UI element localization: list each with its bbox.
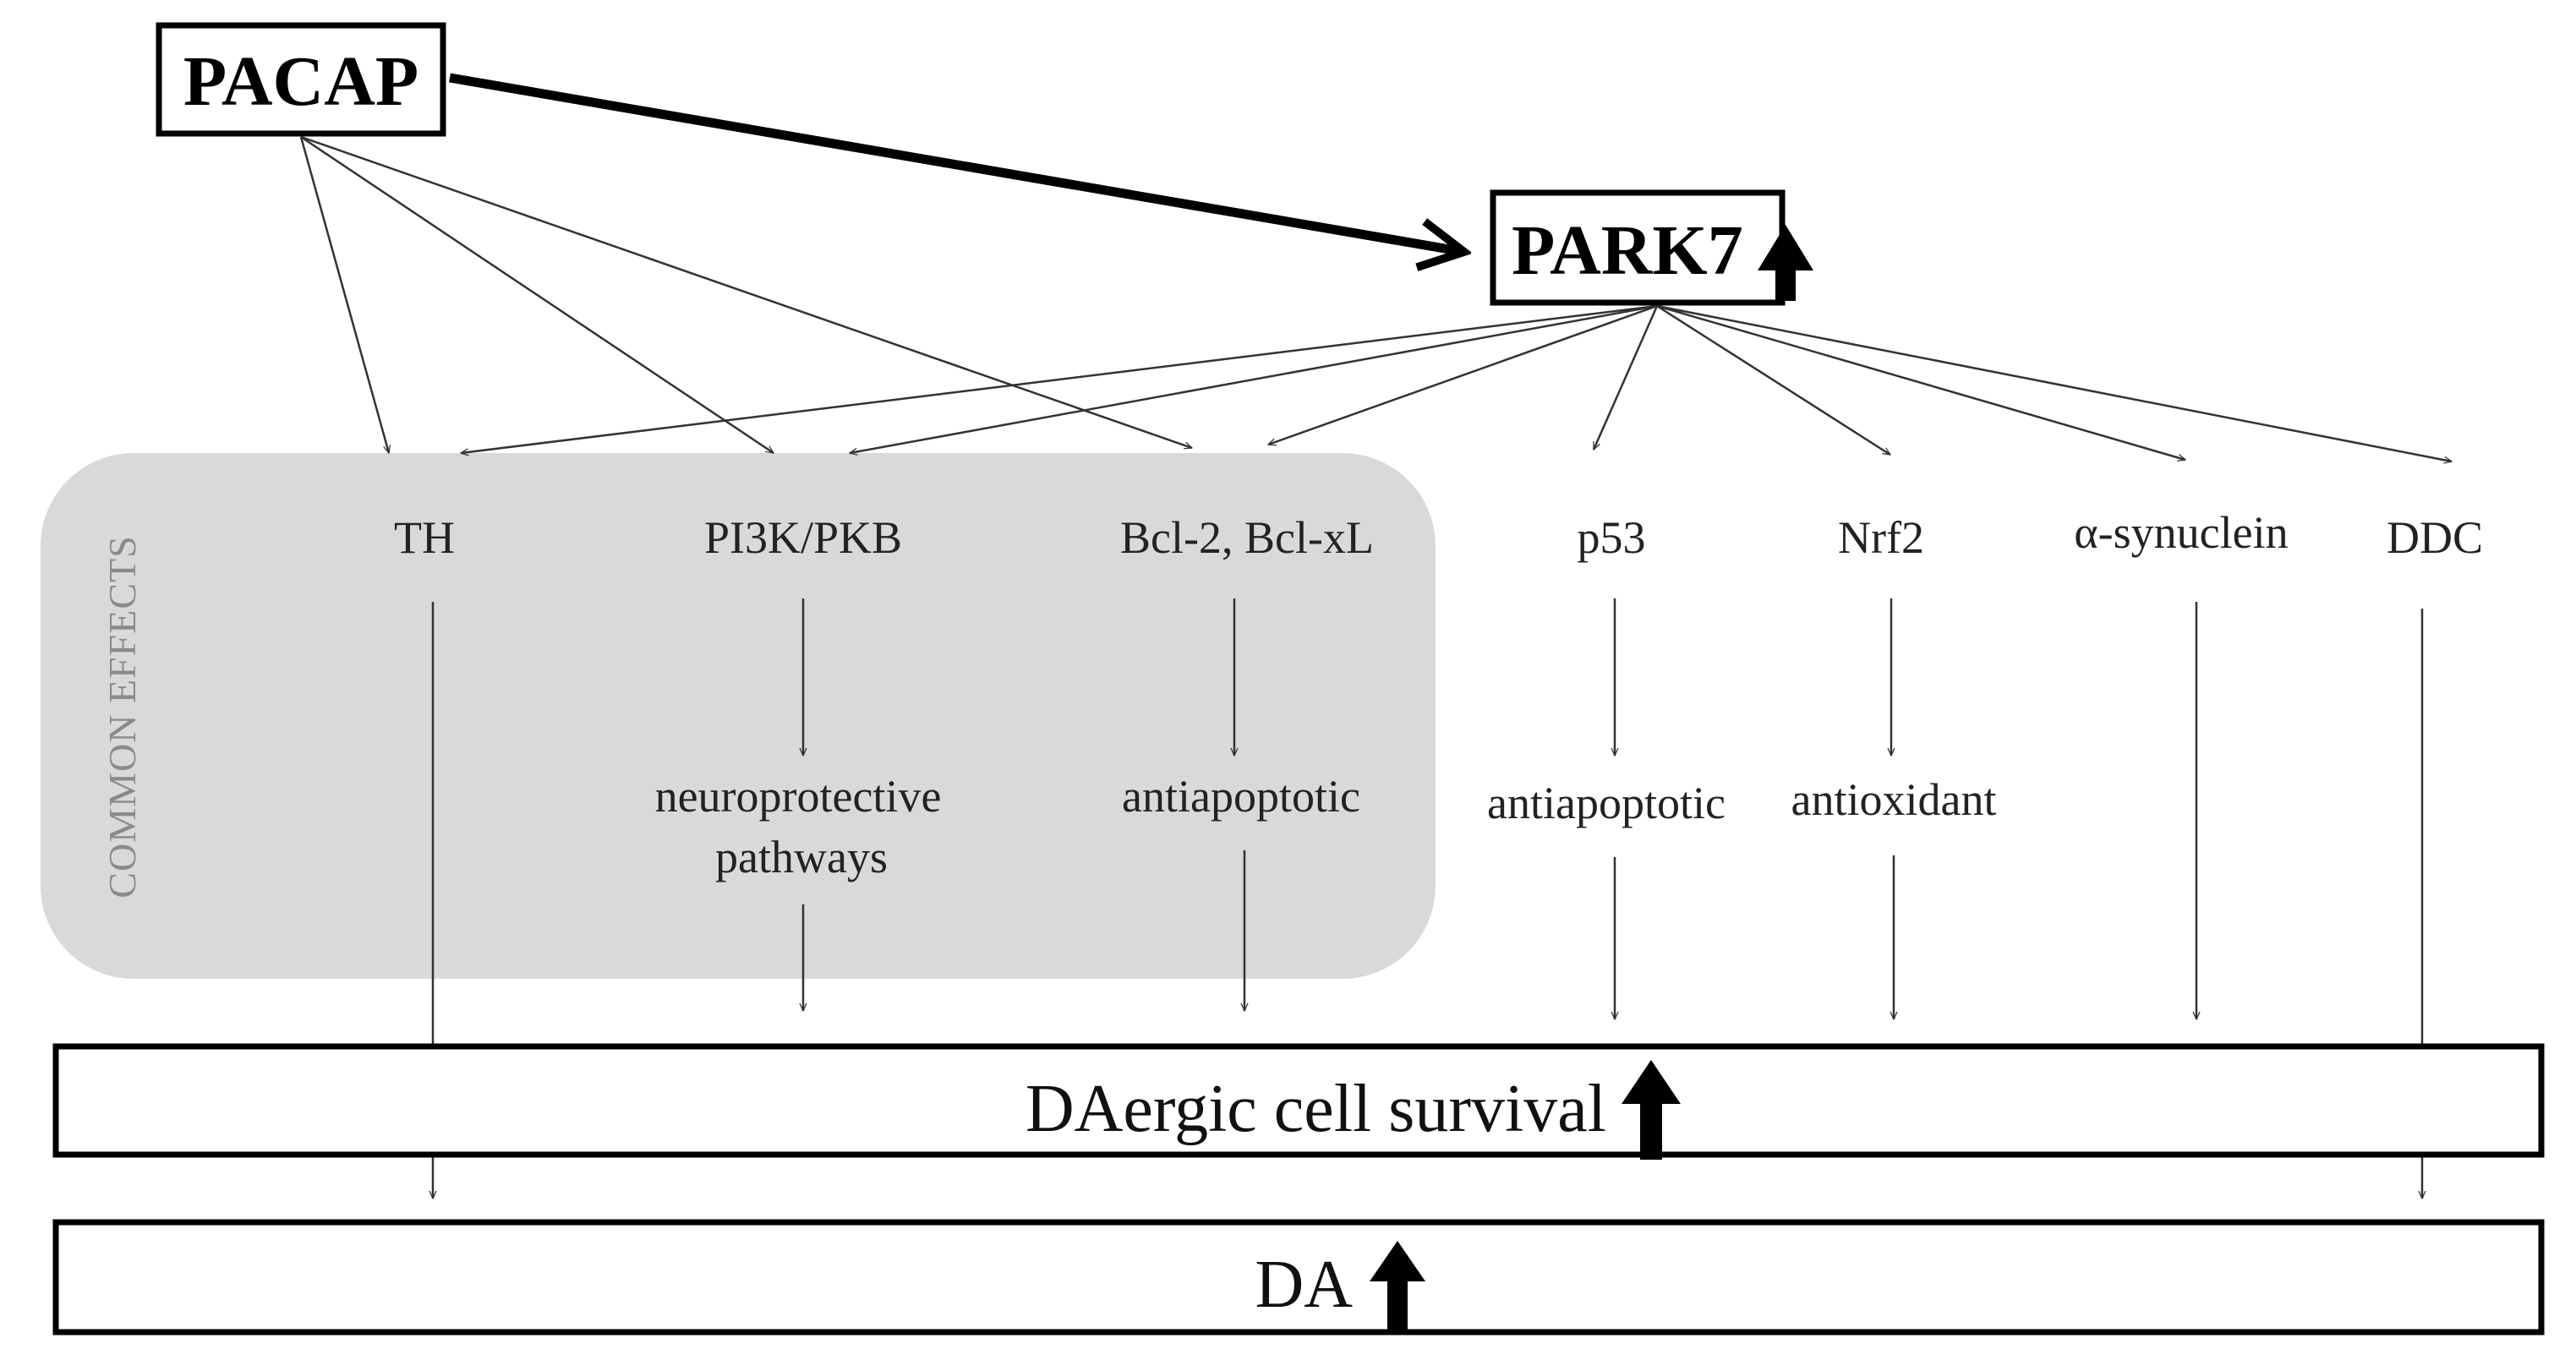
- target-label-bcl: Bcl-2, Bcl-xL: [1120, 512, 1374, 563]
- cell-survival-bar: DAergic cell survival: [52, 1043, 2545, 1160]
- park7-node: PARK7: [1490, 189, 1813, 306]
- dopamine-bar: DA: [52, 1219, 2545, 1335]
- dopamine-label: DA: [1255, 1248, 1353, 1322]
- target-label-th: TH: [394, 512, 455, 563]
- pathway-edges: [299, 73, 2452, 1199]
- edge-park7-to-th: [461, 304, 1658, 453]
- edge-park7-to-p53: [1592, 305, 1659, 450]
- edge-park7-to-nrf2: [1656, 304, 1890, 456]
- edge-park7-to-asyn: [1656, 304, 2185, 460]
- park7-label: PARK7: [1512, 211, 1743, 290]
- effect-label-nrf2: antioxidant: [1791, 774, 1997, 825]
- target-label-p53: p53: [1578, 512, 1646, 563]
- edge-pacap-to-bcl: [300, 135, 1192, 448]
- effect-labels: neuroprotective pathways antiapoptotic a…: [655, 771, 1997, 882]
- target-label-asyn: α-synuclein: [2074, 507, 2288, 558]
- edge-park7-to-bcl: [1268, 304, 1658, 445]
- edge-park7-to-pi3k: [850, 304, 1658, 453]
- effect-label-pi3k-line1: neuroprotective: [655, 771, 942, 822]
- up-arrow-icon: [1758, 225, 1813, 301]
- effect-label-bcl: antiapoptotic: [1122, 771, 1360, 822]
- up-arrow-icon: [1622, 1060, 1681, 1160]
- pacap-label: PACAP: [183, 42, 418, 121]
- effect-label-pi3k-line2: pathways: [715, 832, 888, 882]
- target-label-pi3k: PI3K/PKB: [704, 512, 902, 563]
- edge-pacap-to-park7: [449, 73, 1464, 252]
- cell-survival-label: DAergic cell survival: [1025, 1072, 1606, 1146]
- edge-park7-to-ddc: [1656, 304, 2452, 462]
- edge-pacap-to-pi3k: [300, 135, 774, 455]
- target-labels: TH PI3K/PKB Bcl-2, Bcl-xL p53 Nrf2 α-syn…: [394, 507, 2483, 563]
- target-label-nrf2: Nrf2: [1838, 512, 1924, 563]
- common-effects-panel: COMMON EFFECTS: [41, 453, 1436, 979]
- effect-label-p53: antiapoptotic: [1487, 778, 1726, 828]
- common-effects-label: COMMON EFFECTS: [101, 535, 144, 898]
- edge-pacap-to-th: [299, 136, 389, 453]
- target-label-ddc: DDC: [2387, 512, 2483, 563]
- up-arrow-icon: [1370, 1241, 1425, 1334]
- pacap-node: PACAP: [156, 22, 446, 137]
